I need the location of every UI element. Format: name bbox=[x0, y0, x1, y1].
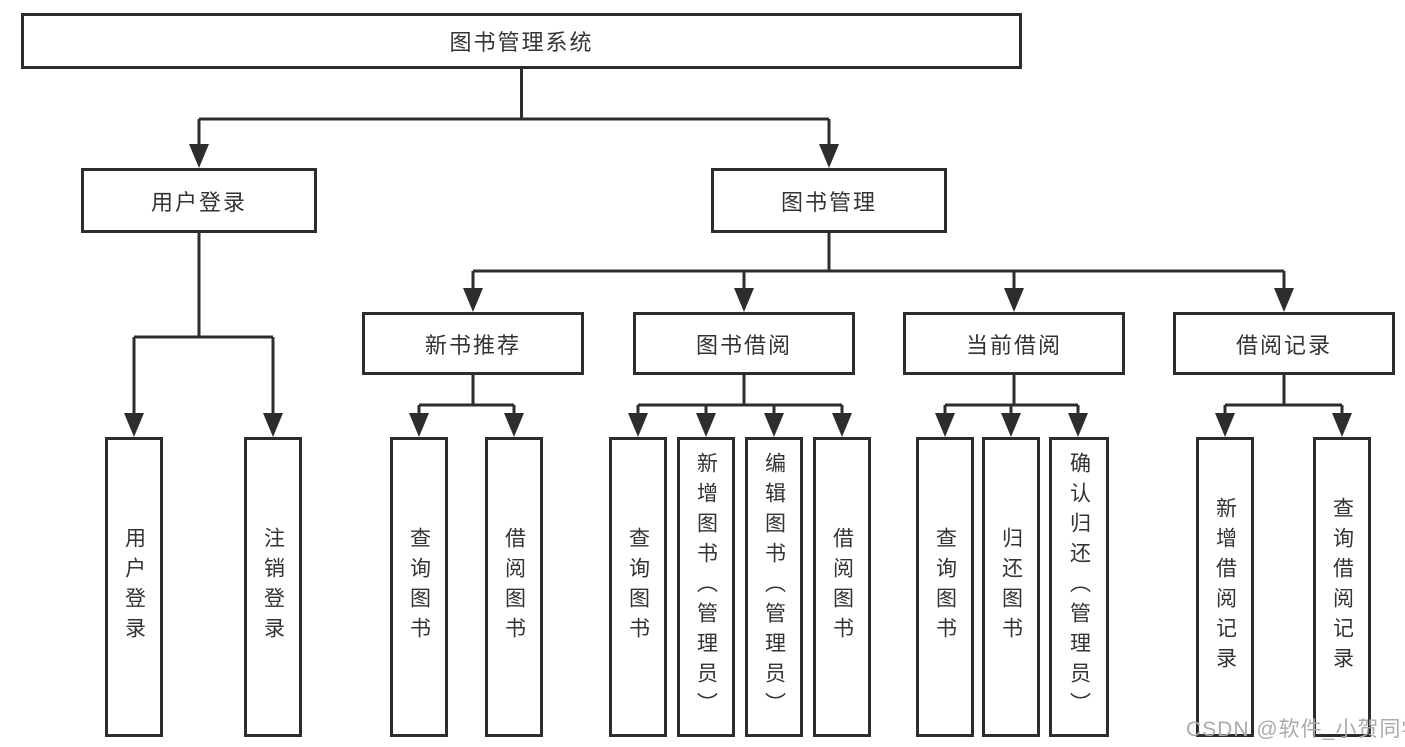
node-label: 新增借阅记录 bbox=[1213, 497, 1237, 677]
node-user-login: 用户登录 bbox=[81, 168, 317, 233]
connector-bookmgmt-to-level3 bbox=[471, 233, 1286, 292]
node-label: 查询图书 bbox=[933, 527, 957, 647]
node-label: 图书管理 bbox=[780, 189, 877, 215]
arrow-down-icon bbox=[263, 413, 283, 437]
leaf-bb-add-books-admin: 新增图书（管理员） bbox=[677, 437, 735, 737]
arrow-down-icon bbox=[935, 413, 955, 437]
watermark: CSDN @软件_小贺同学 bbox=[1186, 718, 1405, 741]
leaf-nb-borrow-books: 借阅图书 bbox=[485, 437, 543, 737]
leaf-cb-query-books: 查询图书 bbox=[916, 437, 974, 737]
node-label: 查询图书 bbox=[407, 527, 431, 647]
node-label: 归还图书 bbox=[999, 527, 1023, 647]
node-label: 新书推荐 bbox=[424, 332, 521, 358]
arrow-down-icon bbox=[1215, 413, 1235, 437]
arrow-down-icon bbox=[504, 413, 524, 437]
arrow-down-icon bbox=[1068, 413, 1088, 437]
arrow-down-icon bbox=[463, 288, 483, 312]
node-label: 查询图书 bbox=[626, 527, 650, 647]
node-label: 用户登录 bbox=[122, 527, 146, 647]
arrow-down-icon bbox=[189, 144, 209, 168]
connector-currentborrow-to-leaves bbox=[943, 375, 1080, 420]
node-label: 用户登录 bbox=[150, 189, 247, 215]
arrowheads bbox=[124, 144, 1352, 437]
node-label: 图书管理系统 bbox=[449, 30, 594, 55]
node-label: 注销登录 bbox=[261, 527, 285, 647]
connector-root-to-level2 bbox=[197, 69, 831, 150]
leaf-cb-confirm-return-admin: 确认归还（管理员） bbox=[1049, 437, 1109, 737]
arrow-down-icon bbox=[1332, 413, 1352, 437]
node-book-borrow: 图书借阅 bbox=[633, 312, 855, 375]
node-new-book-recommend: 新书推荐 bbox=[362, 312, 584, 375]
node-label: 新增图书（管理员） bbox=[694, 452, 718, 722]
connector-borrowrecord-to-leaves bbox=[1223, 375, 1344, 420]
node-label: 当前借阅 bbox=[965, 332, 1062, 358]
arrow-down-icon bbox=[1001, 413, 1021, 437]
node-label: 借阅图书 bbox=[502, 527, 526, 647]
node-label: 借阅记录 bbox=[1235, 332, 1332, 358]
leaf-br-add-record: 新增借阅记录 bbox=[1196, 437, 1254, 737]
node-root: 图书管理系统 bbox=[21, 13, 1022, 69]
connector-bookborrow-to-leaves bbox=[636, 375, 844, 420]
arrow-down-icon bbox=[696, 413, 716, 437]
node-label: 确认归还（管理员） bbox=[1067, 452, 1091, 722]
node-book-management: 图书管理 bbox=[711, 168, 947, 233]
leaf-cb-return-books: 归还图书 bbox=[982, 437, 1040, 737]
arrow-down-icon bbox=[409, 413, 429, 437]
connector-newbookrec-to-leaves bbox=[417, 375, 516, 420]
leaf-bb-edit-books-admin: 编辑图书（管理员） bbox=[745, 437, 803, 737]
leaf-nb-query-books: 查询图书 bbox=[390, 437, 448, 737]
arrow-down-icon bbox=[832, 413, 852, 437]
arrow-down-icon bbox=[819, 144, 839, 168]
leaf-logout: 注销登录 bbox=[244, 437, 302, 737]
arrow-down-icon bbox=[1274, 288, 1294, 312]
arrow-down-icon bbox=[764, 413, 784, 437]
node-current-borrow: 当前借阅 bbox=[903, 312, 1125, 375]
arrow-down-icon bbox=[1004, 288, 1024, 312]
leaf-bb-borrow-books: 借阅图书 bbox=[813, 437, 871, 737]
node-label: 图书借阅 bbox=[695, 332, 792, 358]
leaf-bb-query-books: 查询图书 bbox=[609, 437, 667, 737]
arrow-down-icon bbox=[124, 413, 144, 437]
arrow-down-icon bbox=[628, 413, 648, 437]
leaf-br-query-record: 查询借阅记录 bbox=[1313, 437, 1371, 737]
node-label: 借阅图书 bbox=[830, 527, 854, 647]
arrow-down-icon bbox=[734, 288, 754, 312]
node-label: 查询借阅记录 bbox=[1330, 497, 1354, 677]
node-borrow-record: 借阅记录 bbox=[1173, 312, 1395, 375]
node-label: 编辑图书（管理员） bbox=[762, 452, 786, 722]
leaf-user-login: 用户登录 bbox=[105, 437, 163, 737]
connector-userlogin-to-leaves bbox=[132, 233, 275, 420]
